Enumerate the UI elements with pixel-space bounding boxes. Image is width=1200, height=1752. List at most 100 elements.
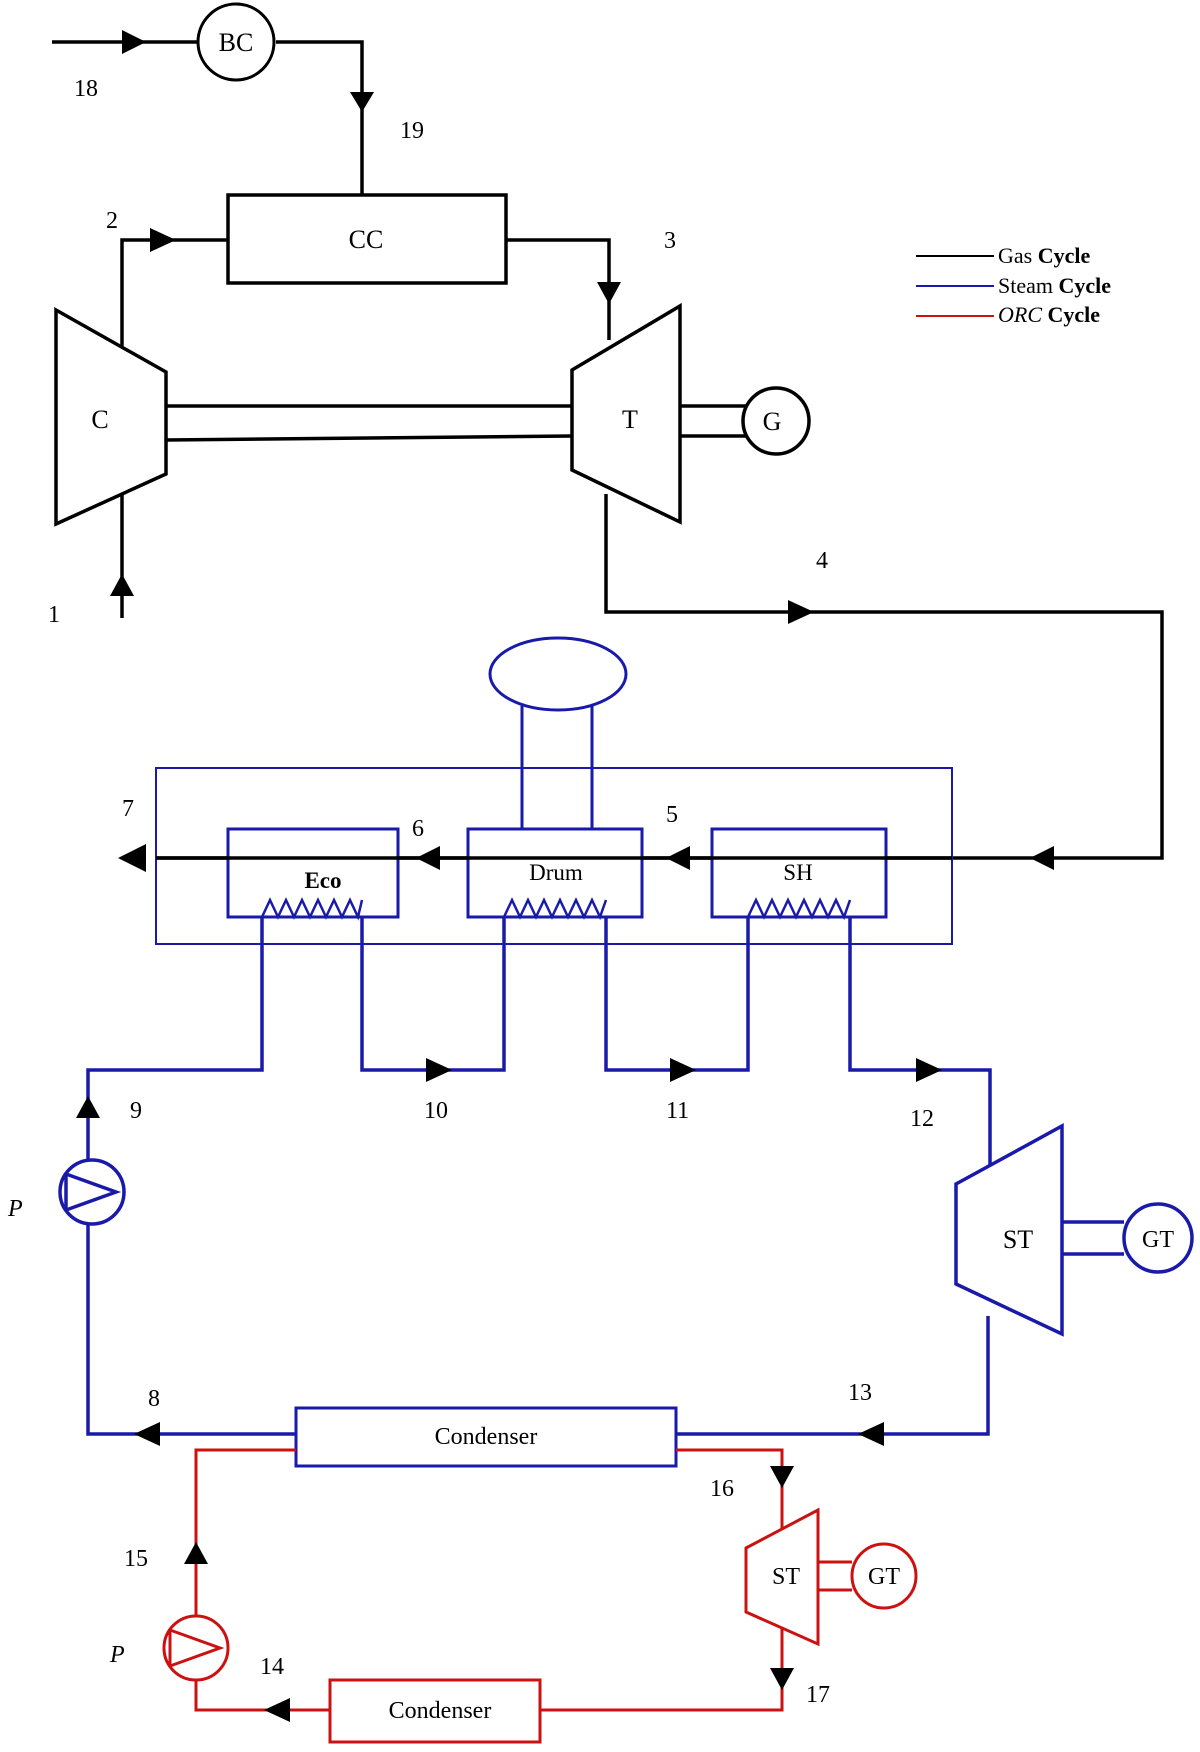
legend-gas: Gas Cycle <box>998 243 1090 268</box>
superheater-coil <box>746 897 852 921</box>
steam-condenser-label: Condenser <box>435 1424 538 1450</box>
hrsg-casing <box>155 767 953 945</box>
arrow-5 <box>666 846 690 870</box>
shaft-bottom <box>165 434 573 442</box>
drum-box <box>466 827 644 919</box>
state-6: 6 <box>412 816 424 842</box>
line-3 <box>506 238 611 340</box>
line-19 <box>276 40 364 195</box>
steam-condenser: Condenser <box>294 1406 678 1468</box>
compressor-label: C <box>91 405 108 434</box>
orc-generator-label: GT <box>868 1564 900 1590</box>
evaporator-coil <box>502 897 608 921</box>
state-13: 13 <box>848 1380 872 1406</box>
state-9: 9 <box>130 1098 142 1124</box>
steam-drum-vessel <box>488 636 628 712</box>
legend-steam-suffix: Cycle <box>1059 273 1112 298</box>
steam-cycle <box>86 917 1124 1436</box>
economizer-coil <box>260 897 364 921</box>
orc-pump-label: P <box>109 1642 125 1668</box>
arrow-16 <box>770 1466 794 1488</box>
state-4: 4 <box>816 548 828 574</box>
orc-condenser-label: Condenser <box>389 1698 492 1724</box>
orc-turbine-label: ST <box>772 1564 800 1590</box>
steam-pump <box>58 1158 126 1226</box>
legend-orc-suffix: Cycle <box>1048 302 1101 327</box>
orc-generator: GT <box>850 1542 918 1610</box>
turbine-label: T <box>622 405 638 434</box>
arrow-15 <box>184 1542 208 1564</box>
superheater-box <box>710 827 888 919</box>
orc-condenser: Condenser <box>328 1678 542 1744</box>
line-2 <box>120 238 228 346</box>
arrow-9 <box>76 1096 100 1118</box>
arrow-10 <box>426 1058 452 1082</box>
steam-turbine-label: ST <box>1003 1225 1033 1254</box>
bc-label: BC <box>219 28 254 57</box>
state-5: 5 <box>666 802 678 828</box>
state-10: 10 <box>424 1098 448 1124</box>
line-17 <box>540 1624 784 1712</box>
superheater-label: SH <box>783 860 812 885</box>
biomass-combustor: BC <box>196 2 276 82</box>
compressor: C <box>54 307 168 527</box>
arrow-12 <box>916 1058 942 1082</box>
legend-orc: ORC Cycle <box>998 302 1100 327</box>
state-15: 15 <box>124 1546 148 1572</box>
arrow-1 <box>110 574 134 596</box>
arrow-14 <box>264 1698 290 1722</box>
state-11: 11 <box>666 1098 689 1124</box>
legend-gas-suffix: Cycle <box>1038 243 1091 268</box>
arrow-3 <box>597 282 621 304</box>
state-labels: 18 19 2 3 1 4 5 6 7 9 10 11 12 13 8 16 1… <box>48 76 934 1708</box>
state-12: 12 <box>910 1106 934 1132</box>
orc-pump <box>162 1614 230 1682</box>
state-16: 16 <box>710 1476 734 1502</box>
arrow-19 <box>350 92 374 112</box>
steam-pump-label: P <box>7 1196 23 1222</box>
economizer-box <box>226 827 400 919</box>
state-2: 2 <box>106 208 118 234</box>
arrow-18 <box>122 30 146 54</box>
state-7: 7 <box>122 796 134 822</box>
flow-arrows <box>76 30 1054 1722</box>
legend-gas-prefix: Gas <box>998 243 1032 268</box>
line-16 <box>676 1448 784 1530</box>
state-19: 19 <box>400 118 424 144</box>
gas-turbine: T <box>570 302 682 525</box>
state-1: 1 <box>48 602 60 628</box>
steam-turbine: ST <box>954 1123 1064 1337</box>
state-18: 18 <box>74 76 98 102</box>
state-3: 3 <box>664 228 676 254</box>
arrow-11 <box>670 1058 696 1082</box>
economizer-label: Eco <box>304 868 341 893</box>
orc-turbine: ST <box>744 1507 820 1647</box>
generator: G <box>741 386 811 456</box>
legend-steam-prefix: Steam <box>998 273 1053 298</box>
legend-orc-prefix: ORC <box>998 302 1042 327</box>
state-17: 17 <box>806 1682 830 1708</box>
steam-generator-label: GT <box>1142 1227 1174 1253</box>
arrow-2 <box>150 228 176 252</box>
arrow-7 <box>118 844 146 872</box>
line-9 <box>86 917 264 1168</box>
arrow-8 <box>134 1422 160 1446</box>
arrow-6 <box>416 846 440 870</box>
generator-label: G <box>763 407 782 436</box>
legend: Gas Cycle Steam Cycle ORC Cycle <box>916 243 1111 327</box>
arrow-4 <box>788 600 814 624</box>
arrow-gas-in <box>1030 846 1054 870</box>
hrsg: Eco Drum SH <box>155 636 953 945</box>
cc-label: CC <box>349 225 384 254</box>
steam-generator: GT <box>1122 1202 1194 1274</box>
combustion-chamber: CC <box>226 193 508 285</box>
state-14: 14 <box>260 1654 284 1680</box>
state-8: 8 <box>148 1386 160 1412</box>
arrow-17 <box>770 1668 794 1690</box>
drum-label: Drum <box>529 860 583 885</box>
line-8 <box>86 1216 296 1436</box>
legend-steam: Steam Cycle <box>998 273 1111 298</box>
arrow-13 <box>858 1422 884 1446</box>
line-13 <box>676 1316 990 1436</box>
